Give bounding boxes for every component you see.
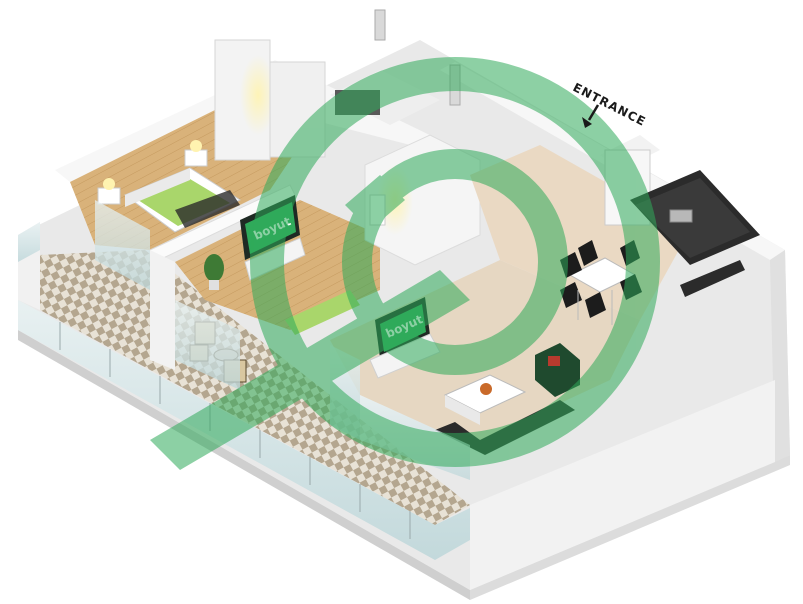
bed-1 (123, 167, 242, 233)
coffee-table (443, 374, 527, 425)
watermark-logo-icon (150, 57, 660, 470)
entrance-arrow-icon (582, 104, 600, 128)
bedroom-1 (70, 39, 326, 290)
plant (204, 254, 224, 290)
